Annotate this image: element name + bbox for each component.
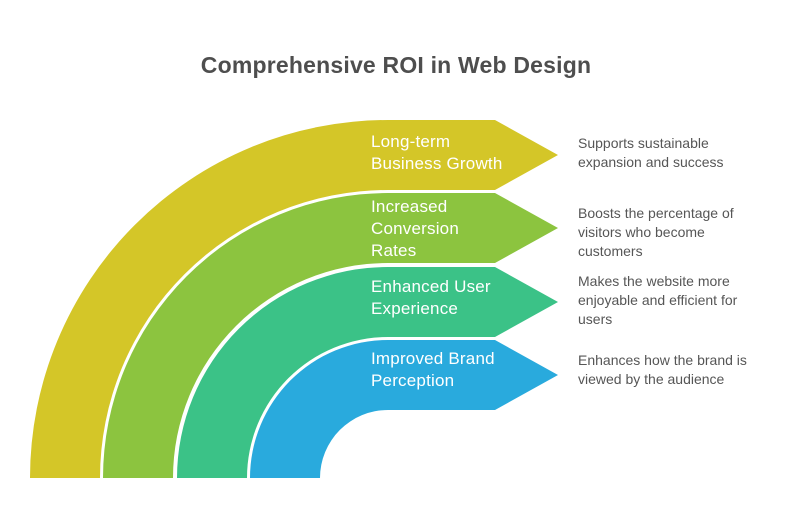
band-label-improved-brand-perception: Improved Brand Perception [371,349,495,390]
band-label-long-term-business-growth: Long-term Business Growth [371,132,503,173]
band-label-enhanced-user-experience: Enhanced User Experience [371,277,491,318]
band-arc-enhanced-user-experience [177,267,558,478]
band-arc-improved-brand-perception [250,340,558,478]
page-title: Comprehensive ROI in Web Design [200,52,592,78]
band-arc-increased-conversion-rates [103,193,558,478]
band-description-enhanced-user-experience: Makes the website more enjoyable and eff… [578,273,738,327]
band-description-improved-brand-perception: Enhances how the brand is viewed by the … [578,352,747,387]
band-description-increased-conversion-rates: Boosts the percentage of visitors who be… [578,205,734,259]
band-label-increased-conversion-rates: Increased Conversion Rates [371,197,459,260]
band-description-long-term-business-growth: Supports sustainable expansion and succe… [578,135,724,170]
band-arc-long-term-business-growth [30,120,558,478]
